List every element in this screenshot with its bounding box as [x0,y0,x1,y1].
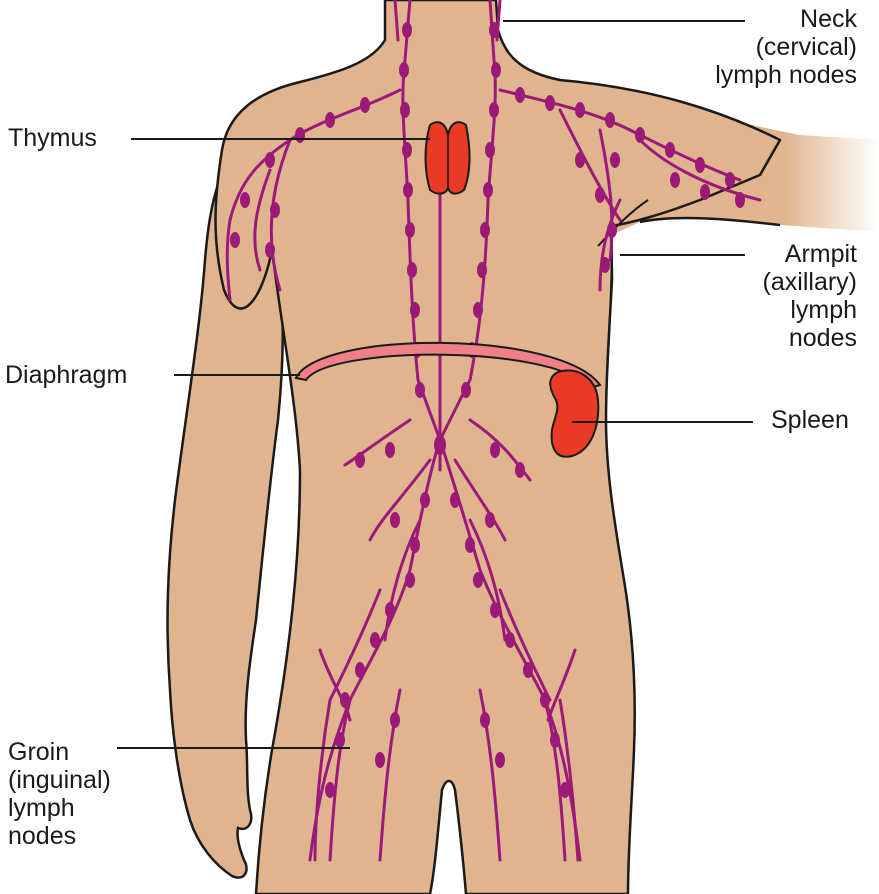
groin-label-line-4: nodes [8,822,111,850]
neck-label-line-2: (cervical) [715,33,857,61]
diaphragm-label-line-1: Diaphragm [5,361,127,389]
groin-label-line-1: Groin [8,738,111,766]
spleen-label: Spleen [771,406,849,434]
neck-lymph-nodes-label: Neck (cervical) lymph nodes [715,5,857,89]
thymus-label: Thymus [8,124,97,152]
armpit-label-line-2: (axillary) [763,268,857,296]
groin-lymph-nodes-label: Groin (inguinal) lymph nodes [8,738,111,850]
neck-label-line-1: Neck [715,5,857,33]
diaphragm-label: Diaphragm [5,361,127,389]
groin-label-line-2: (inguinal) [8,766,111,794]
armpit-label-line-3: lymph [763,296,857,324]
thymus-label-line-1: Thymus [8,124,97,152]
armpit-lymph-nodes-label: Armpit (axillary) lymph nodes [763,240,857,352]
body-silhouette [168,0,879,894]
spleen-label-line-1: Spleen [771,406,849,434]
armpit-label-line-1: Armpit [763,240,857,268]
neck-label-line-3: lymph nodes [715,61,857,89]
groin-label-line-3: lymph [8,794,111,822]
armpit-label-line-4: nodes [763,324,857,352]
